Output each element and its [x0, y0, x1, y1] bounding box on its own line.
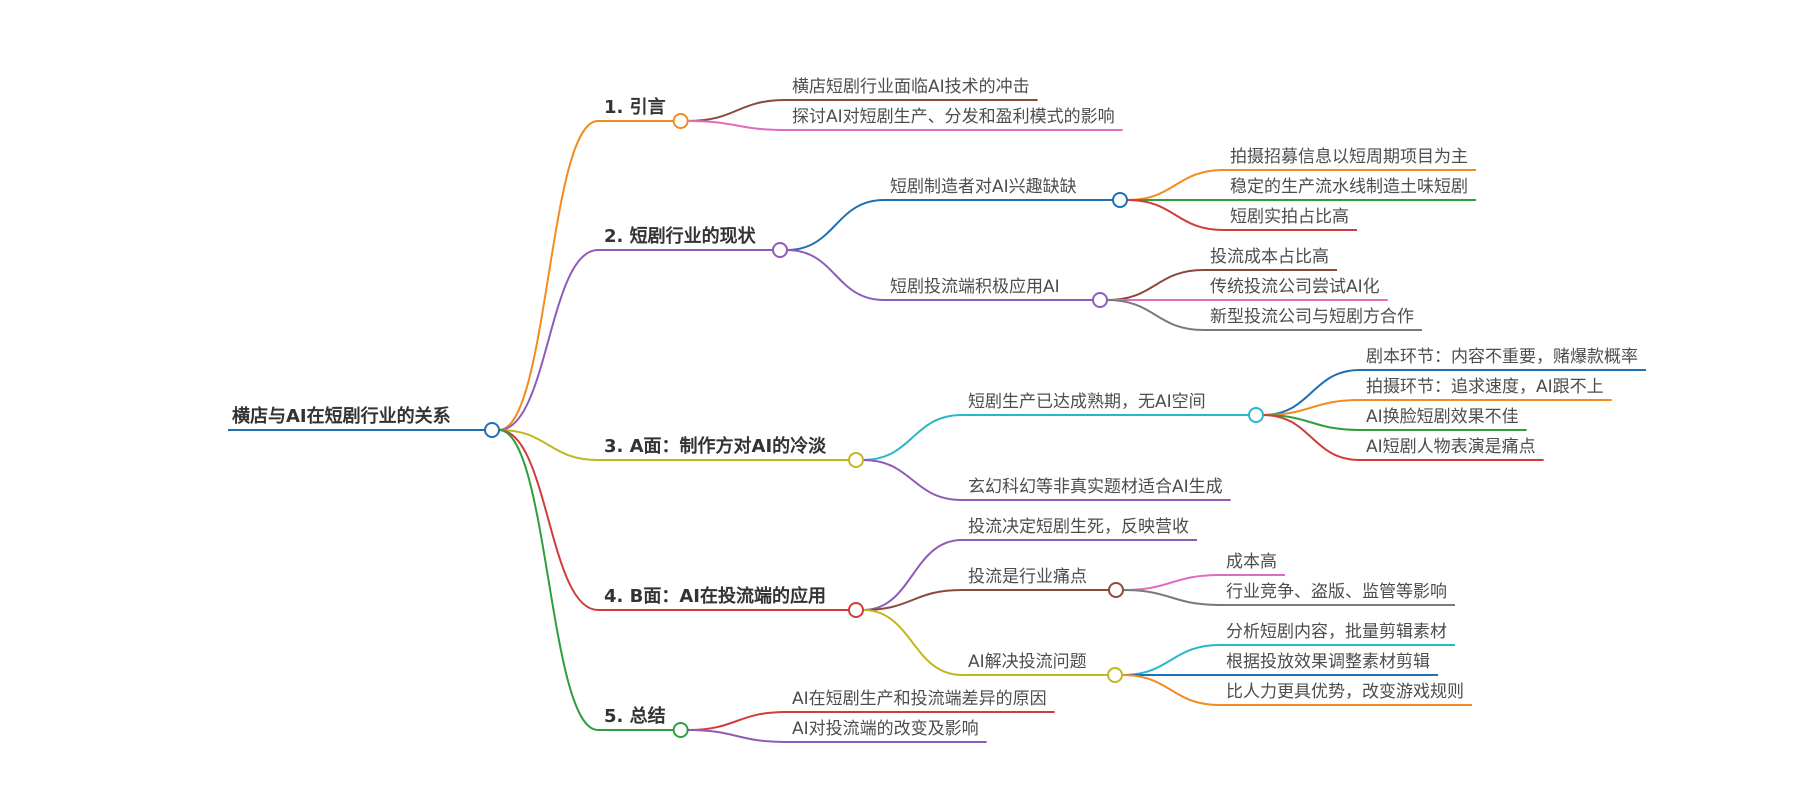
connector-r-3-2-2	[1121, 674, 1221, 706]
mindmap-links	[228, 99, 1646, 743]
connector-r-3-1	[862, 589, 963, 611]
connector-r-1-1-0	[1106, 269, 1205, 301]
node-label-r-3-0: 投流决定短剧生死，反映营收	[968, 517, 1189, 537]
connector-r-0	[498, 120, 599, 431]
node-label-r-2-1: 玄幻科幻等非真实题材适合AI生成	[968, 477, 1223, 497]
node-label-r-1-1-2: 新型投流公司与短剧方合作	[1210, 307, 1414, 327]
node-label-r-2-0-2: AI换脸短剧效果不佳	[1366, 407, 1519, 427]
connector-r-3-0	[862, 539, 963, 611]
connector-r-3-2	[862, 609, 963, 676]
connector-r-1-0	[786, 199, 885, 251]
node-label-r-0-0: 横店短剧行业面临AI技术的冲击	[792, 77, 1030, 97]
node-label-r-4: 5. 总结	[604, 705, 666, 727]
connector-r-2	[498, 429, 599, 461]
node-label-r-2: 3. A面：制作方对AI的冷淡	[604, 435, 827, 457]
node-label-r-3-2-2: 比人力更具优势，改变游戏规则	[1226, 682, 1464, 702]
node-label-r-0: 1. 引言	[604, 96, 666, 118]
node-label-r-1-0: 短剧制造者对AI兴趣缺缺	[890, 177, 1077, 197]
node-label-r-3-1: 投流是行业痛点	[968, 567, 1087, 587]
connector-r-3-1-1	[1122, 589, 1221, 606]
node-label-r-3-2-0: 分析短剧内容，批量剪辑素材	[1226, 622, 1447, 642]
node-label-r-4-0: AI在短剧生产和投流端差异的原因	[792, 689, 1047, 709]
node-label-r-3: 4. B面：AI在投流端的应用	[604, 585, 826, 607]
toggle-circle-r-4[interactable]	[672, 722, 689, 738]
node-label-r-1-0-1: 稳定的生产流水线制造土味短剧	[1230, 177, 1468, 197]
toggle-circle-r-1[interactable]	[772, 242, 788, 258]
toggle-circle-r-1-0[interactable]	[1112, 192, 1128, 208]
node-label-r-3-2: AI解决投流问题	[968, 652, 1087, 672]
connector-r-1-0-0	[1126, 169, 1225, 201]
node-label-r-3-1-0: 成本高	[1226, 552, 1277, 572]
node-label-r-1: 2. 短剧行业的现状	[604, 225, 757, 247]
node-label-r-0-1: 探讨AI对短剧生产、分发和盈利模式的影响	[792, 107, 1115, 127]
mindmap-nodes: 横店与AI在短剧行业的关系 1. 引言 横店短剧行业面临AI技术的冲击探讨AI对短剧…	[232, 77, 1638, 739]
node-label-r-1-1-0: 投流成本占比高	[1210, 247, 1329, 267]
connector-r-2-0-3	[1262, 414, 1361, 461]
node-label-r-1-1: 短剧投流端积极应用AI	[890, 277, 1060, 297]
toggle-circle-r-3-1[interactable]	[1108, 582, 1124, 598]
toggle-circle-r[interactable]	[484, 422, 500, 438]
node-label-r-1-0-0: 拍摄招募信息以短周期项目为主	[1230, 147, 1468, 167]
connector-r-2-0-0	[1262, 369, 1361, 416]
connector-r-4	[498, 429, 599, 731]
node-label-r: 横店与AI在短剧行业的关系	[232, 405, 451, 427]
node-label-r-2-0-1: 拍摄环节：追求速度，AI跟不上	[1366, 377, 1604, 397]
toggle-circle-r-2-0[interactable]	[1248, 407, 1264, 423]
connector-r-2-1	[862, 459, 963, 501]
connector-r-3-2-0	[1121, 644, 1221, 676]
connector-r-1-1	[786, 249, 885, 301]
connector-r-1	[498, 249, 599, 431]
node-label-r-3-1-1: 行业竞争、盗版、监管等影响	[1226, 582, 1447, 602]
toggle-circle-r-0[interactable]	[672, 113, 689, 129]
toggle-circle-r-3[interactable]	[848, 602, 864, 618]
node-label-r-1-0-2: 短剧实拍占比高	[1230, 207, 1349, 227]
connector-r-0-0	[687, 99, 787, 122]
connector-r-4-1	[687, 729, 787, 743]
connector-r-2-0	[862, 414, 963, 461]
connector-r-1-0-2	[1126, 199, 1225, 231]
node-label-r-1-1-1: 传统投流公司尝试AI化	[1210, 277, 1380, 297]
node-label-r-2-0-0: 剧本环节：内容不重要，赌爆款概率	[1366, 347, 1638, 367]
connector-r-3	[498, 429, 599, 611]
node-label-r-2-0-3: AI短剧人物表演是痛点	[1366, 437, 1536, 457]
node-label-r-3-2-1: 根据投放效果调整素材剪辑	[1226, 652, 1430, 672]
connector-r-4-0	[687, 711, 787, 731]
toggle-circle-r-2[interactable]	[848, 452, 864, 468]
connector-r-3-1-0	[1122, 574, 1221, 591]
toggle-circle-r-1-1[interactable]	[1092, 292, 1108, 308]
node-label-r-2-0: 短剧生产已达成熟期，无AI空间	[968, 391, 1206, 412]
connector-r-0-1	[687, 120, 787, 131]
connector-r-1-1-2	[1106, 299, 1205, 331]
toggle-circle-r-3-2[interactable]	[1107, 667, 1123, 683]
node-label-r-4-1: AI对投流端的改变及影响	[792, 719, 979, 739]
